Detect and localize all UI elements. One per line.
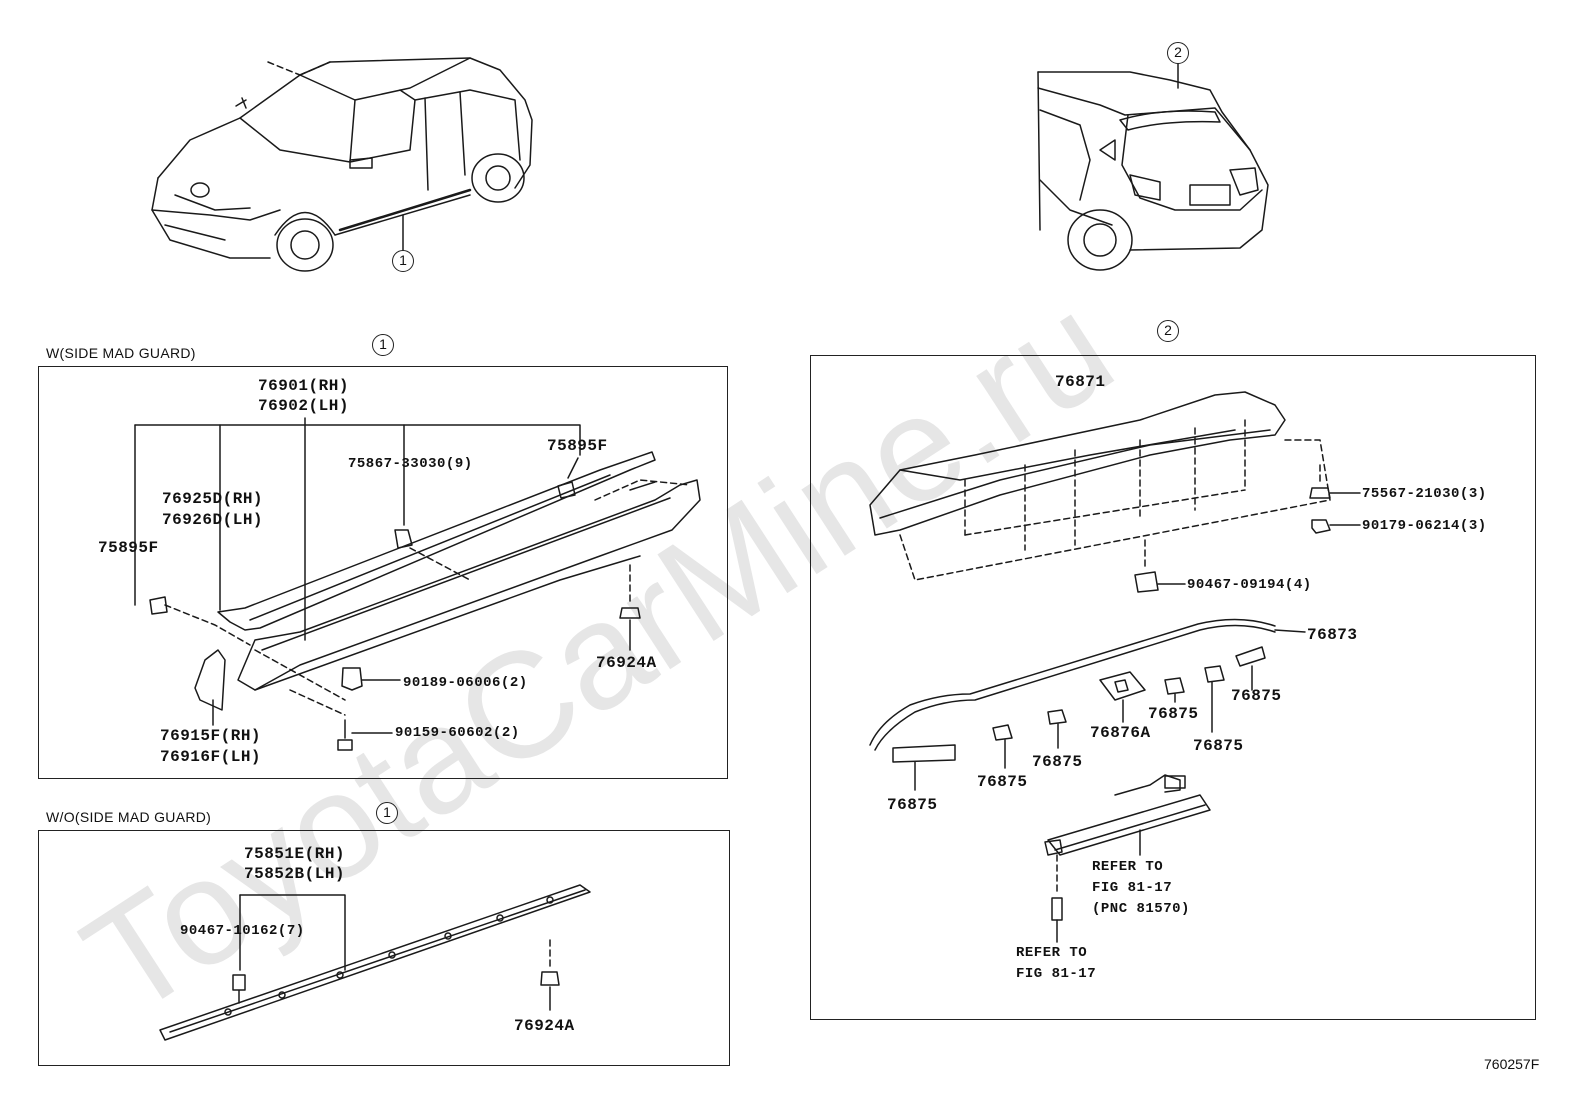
label-76901: 76901(RH) bbox=[258, 377, 349, 395]
label-90159: 90159-60602(2) bbox=[395, 725, 520, 741]
label-76925d: 76925D(RH) bbox=[162, 490, 264, 508]
label-76875-a: 76875 bbox=[1231, 687, 1282, 705]
label-76924a-bottom: 76924A bbox=[514, 1017, 575, 1035]
frame-without-guard bbox=[38, 830, 730, 1066]
frame-spoiler bbox=[810, 355, 1536, 1020]
section-callout-spoiler: 2 bbox=[1157, 320, 1179, 342]
with-guard-art bbox=[134, 417, 701, 751]
label-76916f: 76916F(LH) bbox=[160, 748, 262, 766]
label-76915f: 76915F(RH) bbox=[160, 727, 262, 745]
label-76876a: 76876A bbox=[1090, 724, 1151, 742]
label-76926d: 76926D(LH) bbox=[162, 511, 264, 529]
overview-callout-2: 2 bbox=[1167, 42, 1189, 64]
label-75895f-right: 75895F bbox=[547, 437, 608, 455]
label-75867: 75867-33030(9) bbox=[348, 456, 473, 472]
label-76924a-top: 76924A bbox=[596, 654, 657, 672]
section-title-without-guard: W/O(SIDE MAD GUARD) bbox=[46, 809, 212, 825]
label-90467-10162: 90467-10162(7) bbox=[180, 923, 305, 939]
label-refer1-line3: (PNC 81570) bbox=[1092, 901, 1190, 917]
label-refer2-line1: REFER TO bbox=[1016, 945, 1088, 961]
label-76875-e: 76875 bbox=[977, 773, 1028, 791]
label-76875-d: 76875 bbox=[1032, 753, 1083, 771]
label-76875-b: 76875 bbox=[1148, 705, 1199, 723]
car-front-view bbox=[151, 57, 533, 272]
label-75567: 75567-21030(3) bbox=[1362, 486, 1487, 502]
car-rear-view bbox=[1037, 59, 1269, 271]
label-refer1-line2: FIG 81-17 bbox=[1092, 880, 1173, 896]
label-90179: 90179-06214(3) bbox=[1362, 518, 1487, 534]
label-75895f-left: 75895F bbox=[98, 539, 159, 557]
label-refer1-line1: REFER TO bbox=[1092, 859, 1164, 875]
overview-callout-1: 1 bbox=[392, 250, 414, 272]
label-76871: 76871 bbox=[1055, 373, 1106, 391]
figure-code: 760257F bbox=[1484, 1056, 1540, 1072]
label-90189: 90189-06006(2) bbox=[403, 675, 528, 691]
label-76902: 76902(LH) bbox=[258, 397, 349, 415]
spoiler-art bbox=[869, 391, 1361, 943]
frame-with-guard bbox=[38, 366, 728, 779]
label-75852b: 75852B(LH) bbox=[244, 865, 346, 883]
label-refer2-line2: FIG 81-17 bbox=[1016, 966, 1097, 982]
section-callout-without-guard: 1 bbox=[376, 802, 398, 824]
section-title-with-guard: W(SIDE MAD GUARD) bbox=[46, 345, 196, 361]
label-90467-09194: 90467-09194(4) bbox=[1187, 577, 1312, 593]
label-76875-f: 76875 bbox=[887, 796, 938, 814]
label-76875-c: 76875 bbox=[1193, 737, 1244, 755]
label-75851e: 75851E(RH) bbox=[244, 845, 346, 863]
label-76873: 76873 bbox=[1307, 626, 1358, 644]
section-callout-with-guard: 1 bbox=[372, 334, 394, 356]
without-guard-art bbox=[159, 884, 591, 1041]
